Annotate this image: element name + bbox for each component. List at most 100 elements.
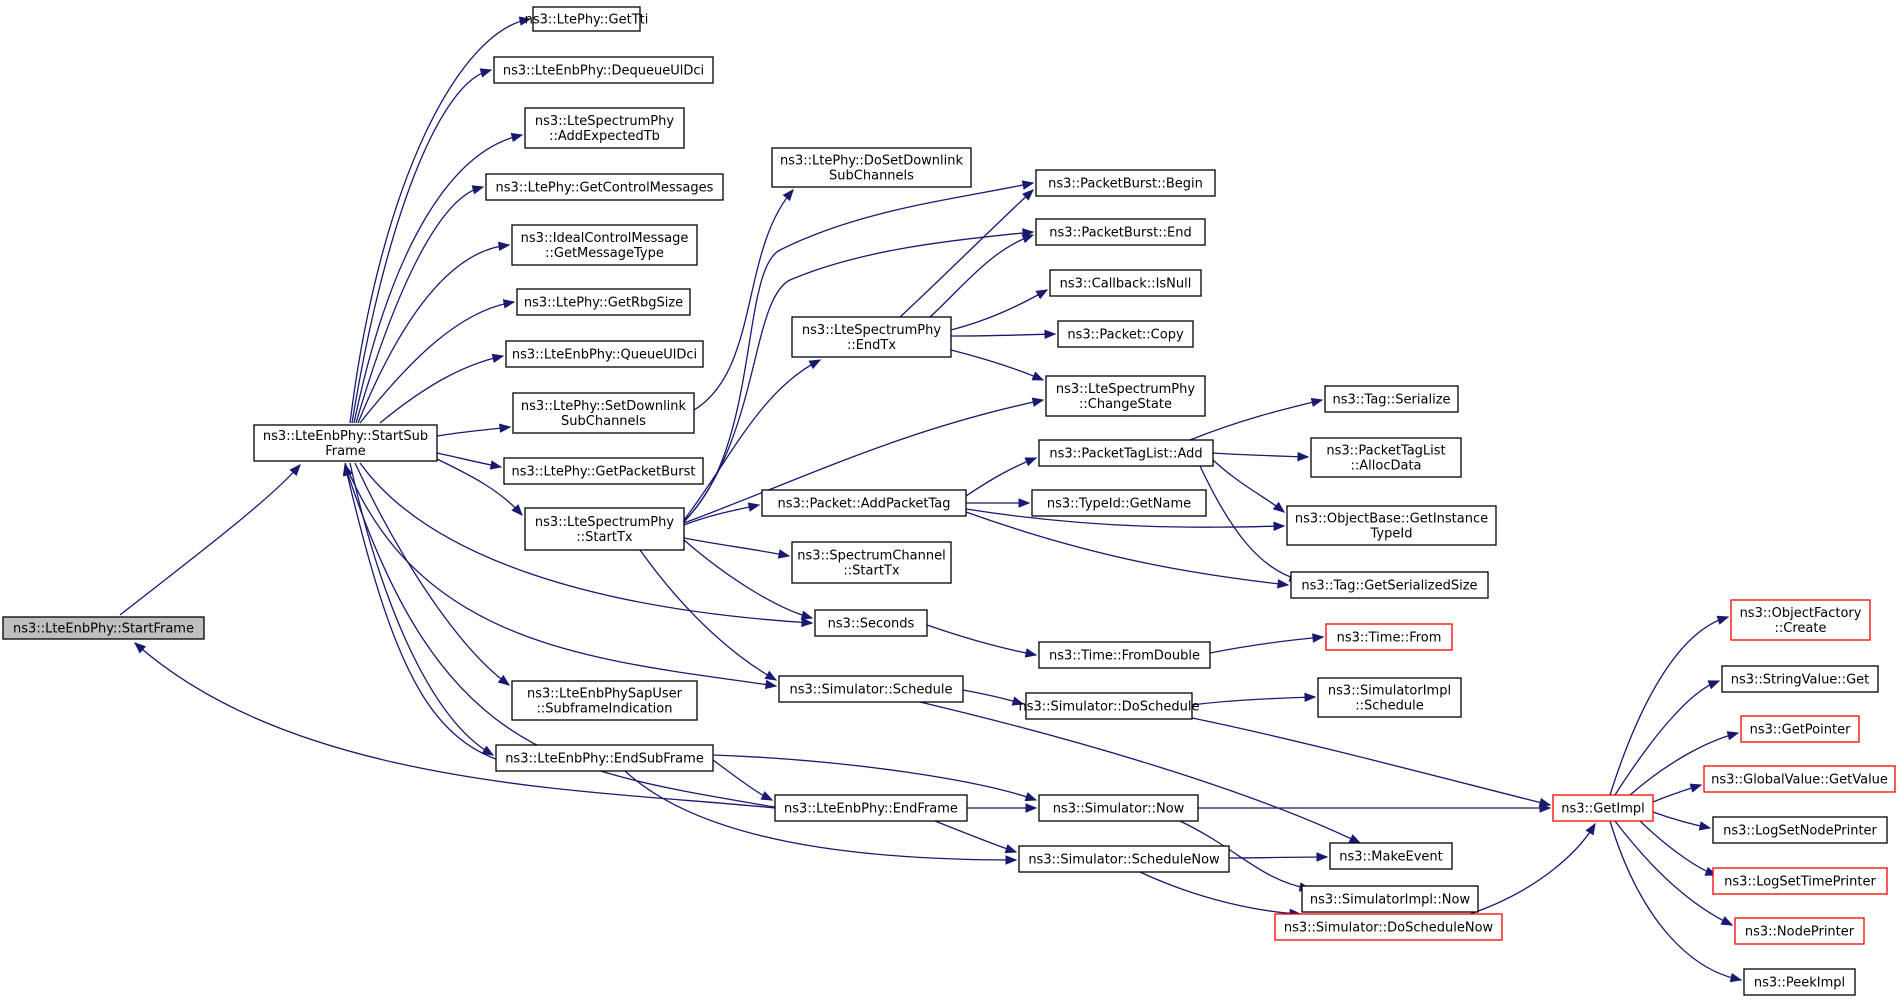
node-makeevent[interactable]: ns3::MakeEvent	[1329, 842, 1453, 870]
edge-arrowhead	[764, 679, 778, 690]
node-pbbegin[interactable]: ns3::PacketBurst::Begin	[1035, 169, 1216, 197]
node-label: ns3::LteSpectrumPhy	[535, 515, 674, 530]
edge-starttx-to-pbend	[683, 228, 1035, 523]
edge-arrowhead	[1005, 855, 1018, 865]
node-getimpl[interactable]: ns3::GetImpl	[1552, 794, 1654, 822]
node-label: ns3::NodePrinter	[1745, 925, 1855, 940]
edge-getimpl-to-nodeprinter	[1614, 820, 1734, 926]
edge-addpackettag-to-getname	[966, 498, 1031, 508]
node-schedule[interactable]: ns3::Simulator::Schedule	[778, 675, 964, 703]
node-box	[1018, 845, 1230, 873]
node-box	[1743, 968, 1856, 996]
edge-arrowhead	[481, 745, 495, 756]
node-label: ns3::LteEnbPhy::EndFrame	[784, 802, 958, 817]
edge-line	[712, 754, 1037, 801]
edge-startsubframe-to-getcontrolmessages	[355, 185, 485, 424]
node-getmessagetype[interactable]: ns3::IdealControlMessage::GetMessageType	[511, 224, 698, 266]
node-copy[interactable]: ns3::Packet::Copy	[1057, 320, 1194, 348]
node-ofcreate[interactable]: ns3::ObjectFactory::Create	[1730, 599, 1871, 641]
node-box	[1035, 218, 1206, 246]
edge-endsubframe-to-schedulenow	[624, 770, 1018, 865]
node-starttx[interactable]: ns3::LteSpectrumPhy::StartTx	[524, 507, 685, 551]
node-getserializedsize[interactable]: ns3::Tag::GetSerializedSize	[1290, 571, 1489, 599]
edge-startsubframe-to-endsubframe	[349, 462, 495, 756]
node-label: ns3::LogSetNodePrinter	[1723, 824, 1877, 839]
edge-line	[344, 462, 777, 687]
edge-line	[357, 244, 510, 424]
node-ptladd[interactable]: ns3::PacketTagList::Add	[1038, 439, 1214, 467]
node-peekimpl[interactable]: ns3::PeekImpl	[1743, 968, 1856, 996]
node-pbend[interactable]: ns3::PacketBurst::End	[1035, 218, 1206, 246]
edge-line	[965, 511, 1289, 586]
edge-startsubframe-to-queueuldci	[379, 353, 505, 424]
node-box	[1324, 385, 1459, 413]
edge-line	[950, 289, 1048, 331]
node-timefrom[interactable]: ns3::Time::From	[1325, 623, 1453, 651]
edge-arrowhead	[1585, 822, 1596, 836]
node-doschedulenow[interactable]: ns3::Simulator::DoScheduleNow	[1274, 913, 1503, 941]
node-gvgetvalue[interactable]: ns3::GlobalValue::GetValue	[1703, 765, 1896, 793]
node-label: ns3::ObjectBase::GetInstance	[1295, 512, 1488, 527]
node-getname[interactable]: ns3::TypeId::GetName	[1031, 489, 1207, 517]
node-getcontrolmessages[interactable]: ns3::LtePhy::GetControlMessages	[485, 173, 724, 201]
node-label: ns3::Simulator::ScheduleNow	[1028, 853, 1220, 868]
node-queueuldci[interactable]: ns3::LteEnbPhy::QueueUlDci	[505, 340, 704, 368]
node-svget[interactable]: ns3::StringValue::Get	[1721, 665, 1879, 693]
node-tagserialize[interactable]: ns3::Tag::Serialize	[1324, 385, 1459, 413]
edge-line	[965, 508, 1285, 528]
edge-arrowhead	[808, 359, 822, 370]
node-logtimeprinter[interactable]: ns3::LogSetTimePrinter	[1712, 867, 1888, 895]
edge-arrowhead	[747, 502, 761, 512]
edge-line	[919, 701, 1361, 844]
node-box	[1730, 599, 1871, 641]
node-implschedule[interactable]: ns3::SimulatorImpl::Schedule	[1317, 677, 1462, 718]
node-lognodeprinter[interactable]: ns3::LogSetNodePrinter	[1712, 816, 1888, 844]
node-fromdouble[interactable]: ns3::Time::FromDouble	[1038, 641, 1211, 669]
edge-line	[683, 539, 813, 619]
node-getpacketburst[interactable]: ns3::LtePhy::GetPacketBurst	[503, 457, 704, 485]
edge-line	[934, 820, 1017, 853]
node-getpointer[interactable]: ns3::GetPointer	[1740, 715, 1860, 743]
node-addpackettag[interactable]: ns3::Packet::AddPacketTag	[761, 489, 967, 517]
edge-setdownlink-to-dosetdownlink	[693, 188, 794, 411]
node-simnow[interactable]: ns3::Simulator::Now	[1038, 794, 1199, 822]
edge-arrowhead	[1310, 397, 1324, 408]
node-nodeprinter[interactable]: ns3::NodePrinter	[1734, 917, 1865, 945]
node-startframe[interactable]: ns3::LteEnbPhy::StartFrame	[2, 616, 205, 640]
node-box	[1038, 794, 1199, 822]
edge-getimpl-to-svget	[1614, 680, 1721, 796]
edge-arrowhead	[764, 670, 778, 681]
edge-arrowhead	[1348, 834, 1362, 844]
node-endtx[interactable]: ns3::LteSpectrumPhy::EndTx	[791, 316, 952, 358]
node-allocdata[interactable]: ns3::PacketTagList::AllocData	[1310, 437, 1462, 478]
node-label: ns3::Packet::AddPacketTag	[777, 497, 950, 512]
node-chstarttx[interactable]: ns3::SpectrumChannel::StartTx	[791, 541, 952, 584]
node-dequeueuldci[interactable]: ns3::LteEnbPhy::DequeueUlDci	[493, 56, 714, 84]
node-endframe[interactable]: ns3::LteEnbPhy::EndFrame	[774, 794, 968, 822]
node-getrbgsize[interactable]: ns3::LtePhy::GetRbgSize	[516, 288, 691, 316]
node-doschedule[interactable]: ns3::Simulator::DoSchedule	[1018, 692, 1200, 720]
node-endsubframe[interactable]: ns3::LteEnbPhy::EndSubFrame	[495, 744, 714, 772]
edge-arrowhead	[777, 549, 791, 559]
edge-line	[1199, 465, 1301, 581]
edge-line	[950, 349, 1044, 381]
edge-schedule-to-doschedule	[962, 689, 1025, 706]
node-addexpectedtb[interactable]: ns3::LteSpectrumPhy::AddExpectedTb	[524, 107, 685, 149]
node-schedulenow[interactable]: ns3::Simulator::ScheduleNow	[1018, 845, 1230, 873]
node-box	[1301, 885, 1479, 913]
node-sapuser[interactable]: ns3::LteEnbPhySapUser::SubframeIndicatio…	[511, 680, 698, 721]
node-implnow[interactable]: ns3::SimulatorImpl::Now	[1301, 885, 1479, 913]
node-isnull[interactable]: ns3::Callback::IsNull	[1049, 269, 1202, 297]
node-label: ns3::GlobalValue::GetValue	[1711, 773, 1888, 788]
node-seconds[interactable]: ns3::Seconds	[814, 609, 928, 637]
edge-line	[899, 189, 1034, 318]
node-label: ns3::GetImpl	[1561, 802, 1645, 817]
node-changestate[interactable]: ns3::LteSpectrumPhy::ChangeState	[1045, 375, 1206, 417]
edge-arrowhead	[1021, 234, 1035, 244]
edge-endsubframe-to-simnow	[712, 754, 1038, 802]
node-gettti[interactable]: ns3::LtePhy::GetTti	[525, 6, 649, 32]
